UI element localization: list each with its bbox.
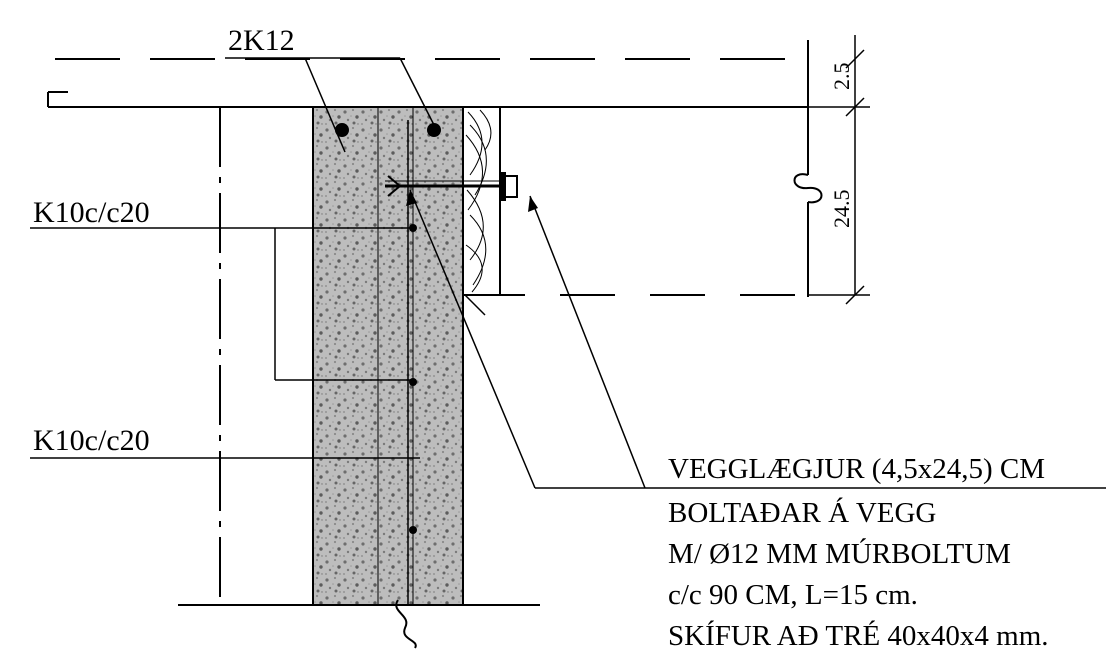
slab-outline (55, 58, 800, 296)
break-symbol (395, 599, 417, 649)
label-stirrup-upper: K10c/c20 (33, 196, 150, 229)
dimension-line (808, 35, 870, 305)
concrete-wall (312, 106, 464, 606)
note-line-4: c/c 90 CM, L=15 cm. (668, 579, 918, 611)
note-line-1: VEGGLÆGJUR (4,5x24,5) CM (668, 453, 1045, 485)
leaders (30, 57, 1106, 489)
label-dim-height: 24.5 (829, 190, 854, 229)
label-dim-top: 2.5 (829, 63, 854, 91)
anchor-bolt (385, 172, 518, 201)
timber-ledger (462, 106, 501, 296)
note-line-2: BOLTAÐAR Á VEGG (668, 496, 936, 529)
note-line-3: M/ Ø12 MM MÚRBOLTUM (668, 537, 1011, 570)
note-line-5: SKÍFUR AÐ TRÉ 40x40x4 mm. (668, 619, 1049, 652)
construction-note: VEGGLÆGJUR (4,5x24,5) CM BOLTAÐAR Á VEGG… (668, 453, 1049, 652)
label-top-rebar: 2K12 (228, 24, 295, 57)
label-stirrup-lower: K10c/c20 (33, 424, 150, 457)
